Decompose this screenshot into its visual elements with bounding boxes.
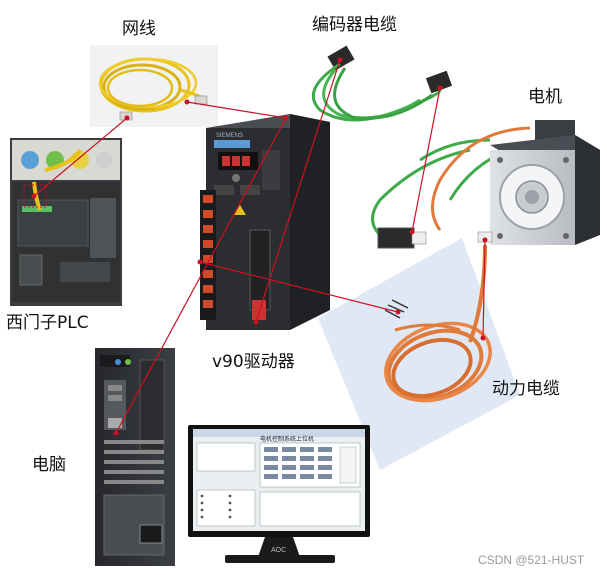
link-power-cable-to-motor bbox=[482, 239, 486, 339]
plc-image bbox=[10, 138, 122, 306]
label-power-cable: 动力电缆 bbox=[492, 379, 560, 399]
software-window-title: 电机控制系统上位机 bbox=[260, 435, 314, 443]
label-motor: 电机 bbox=[528, 87, 562, 107]
computer-tower-image bbox=[95, 348, 175, 566]
link-network-to-plc bbox=[33, 117, 128, 197]
link-drive-to-power-cable bbox=[199, 261, 399, 313]
label-plc: 西门子PLC bbox=[6, 313, 89, 333]
monitor-image bbox=[188, 425, 370, 563]
link-encoder-to-motor bbox=[411, 87, 441, 233]
drive-brand-text: SIEMENS bbox=[216, 133, 243, 139]
watermark: CSDN @521-HUST bbox=[478, 553, 585, 567]
connection-lines bbox=[33, 59, 486, 434]
power-cable-image bbox=[318, 231, 520, 470]
motor-image bbox=[431, 120, 600, 245]
label-network-cable: 网线 bbox=[122, 19, 156, 39]
label-computer: 电脑 bbox=[32, 455, 66, 475]
network-cable-image bbox=[90, 45, 218, 127]
label-encoder-cable: 编码器电缆 bbox=[312, 15, 397, 35]
v90-drive-image bbox=[197, 114, 330, 330]
link-network-to-drive bbox=[186, 101, 287, 119]
monitor-brand-text: AOC bbox=[271, 547, 286, 554]
link-encoder-to-drive bbox=[255, 59, 341, 323]
encoder-cable-image bbox=[311, 45, 491, 249]
link-drive-to-computer bbox=[115, 117, 287, 434]
label-drive: v90驱动器 bbox=[212, 352, 295, 372]
